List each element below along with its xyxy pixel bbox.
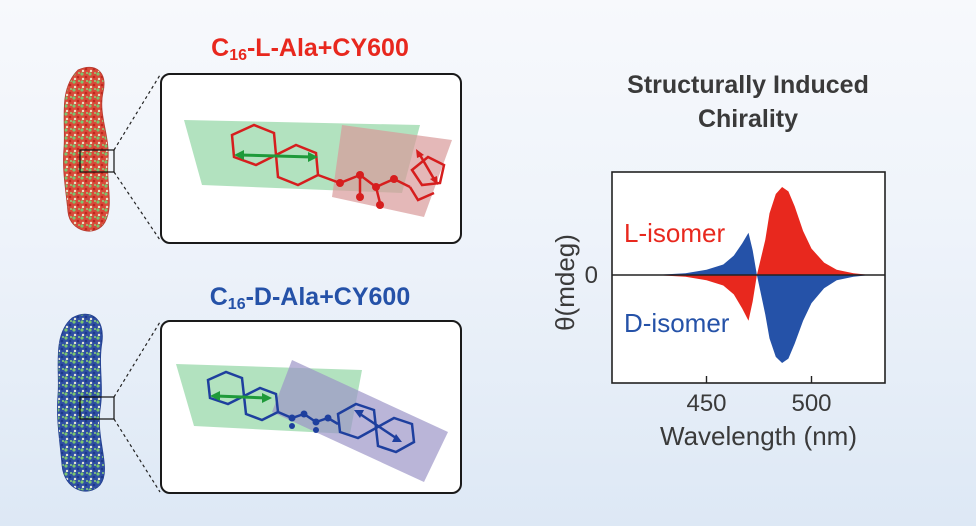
d-molecule-panel	[160, 320, 462, 494]
l-molecule-structure	[184, 120, 452, 217]
chirality-title: Structurally Induced Chirality	[627, 71, 869, 133]
y-axis-label: θ(mdeg)	[550, 234, 580, 331]
series-d-isomer	[654, 232, 871, 363]
blue-zoom-box	[79, 396, 115, 420]
l-isomer-label: L-isomer	[624, 218, 725, 248]
top-complex-title: C16-L-Ala+CY600	[211, 34, 409, 64]
red-fiber-image	[63, 66, 110, 232]
series-l-isomer	[654, 187, 871, 321]
l-molecule-panel	[160, 73, 462, 244]
x-tick-label: 500	[791, 390, 831, 417]
red-zoom-box	[79, 149, 115, 173]
blue-fiber-image	[57, 313, 105, 492]
bottom-complex-title: C16-D-Ala+CY600	[209, 283, 411, 313]
d-isomer-label: D-isomer	[624, 308, 730, 338]
x-axis-label: Wavelength (nm)	[660, 421, 857, 451]
x-tick-label: 450	[686, 390, 726, 417]
y-tick-label: 0	[585, 262, 598, 289]
d-molecule-structure	[176, 360, 448, 482]
